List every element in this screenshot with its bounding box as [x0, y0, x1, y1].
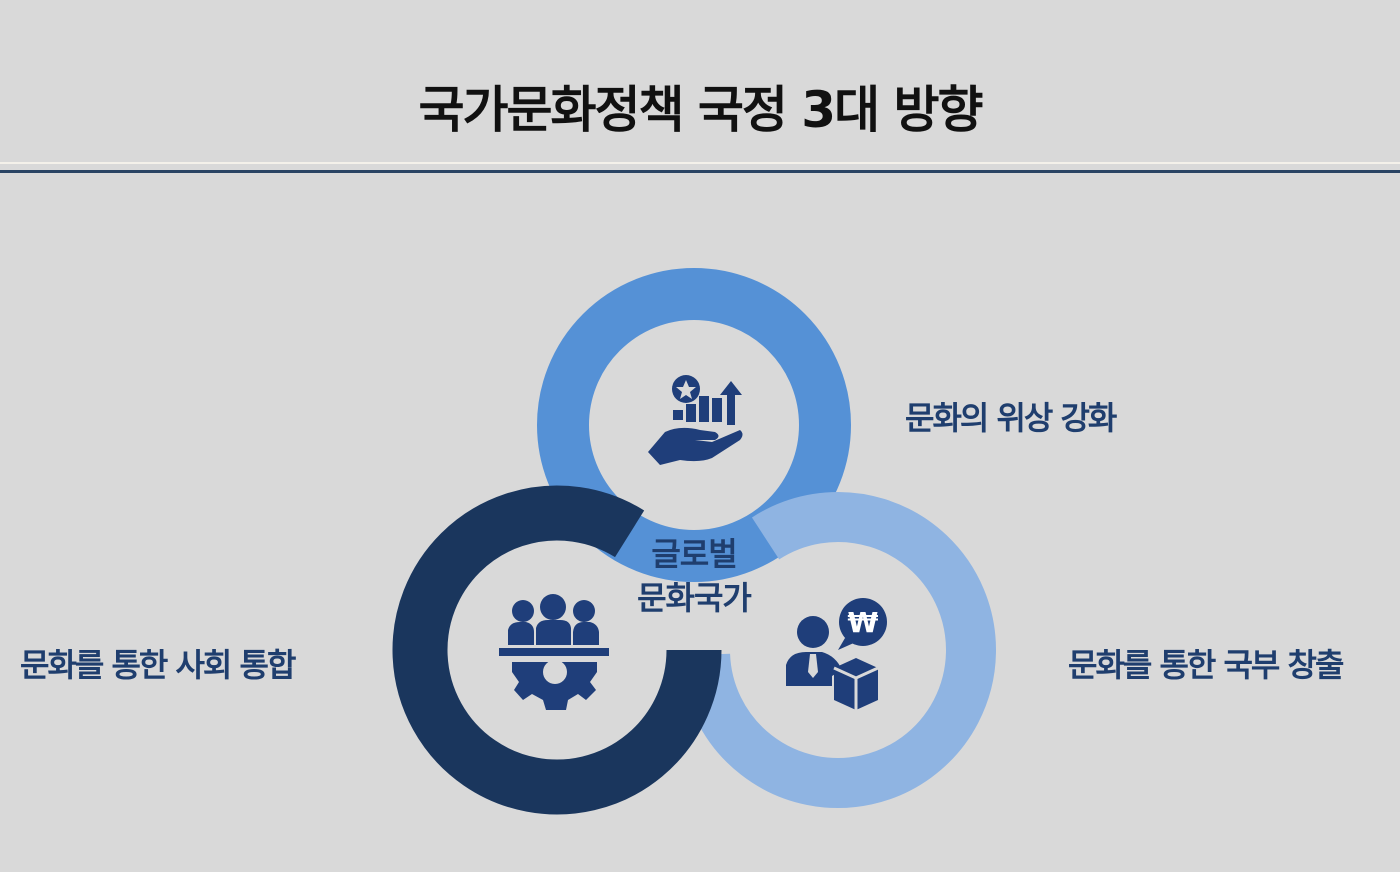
divider-dark [0, 170, 1400, 173]
center-line-1: 글로벌 [651, 535, 737, 573]
team-gear-icon [499, 594, 609, 710]
hand-growth-chart-icon [648, 375, 743, 465]
label-national-wealth: 문화를 통한 국부 창출 [1068, 646, 1344, 684]
center-label: 글로벌 문화국가 [594, 532, 794, 620]
ring-national-wealth [680, 492, 996, 808]
businessman-won-box-icon: ₩ [786, 598, 887, 710]
divider-light [0, 162, 1400, 164]
ring-social-integration [392, 485, 722, 815]
center-line-2: 문화국가 [637, 579, 752, 617]
page-title: 국가문화정책 국정 3대 방향 [418, 81, 983, 139]
won-symbol: ₩ [848, 606, 879, 639]
label-culture-status: 문화의 위상 강화 [905, 399, 1117, 437]
label-social-integration: 문화를 통한 사회 통합 [20, 646, 296, 684]
ring-culture-status [537, 268, 851, 582]
